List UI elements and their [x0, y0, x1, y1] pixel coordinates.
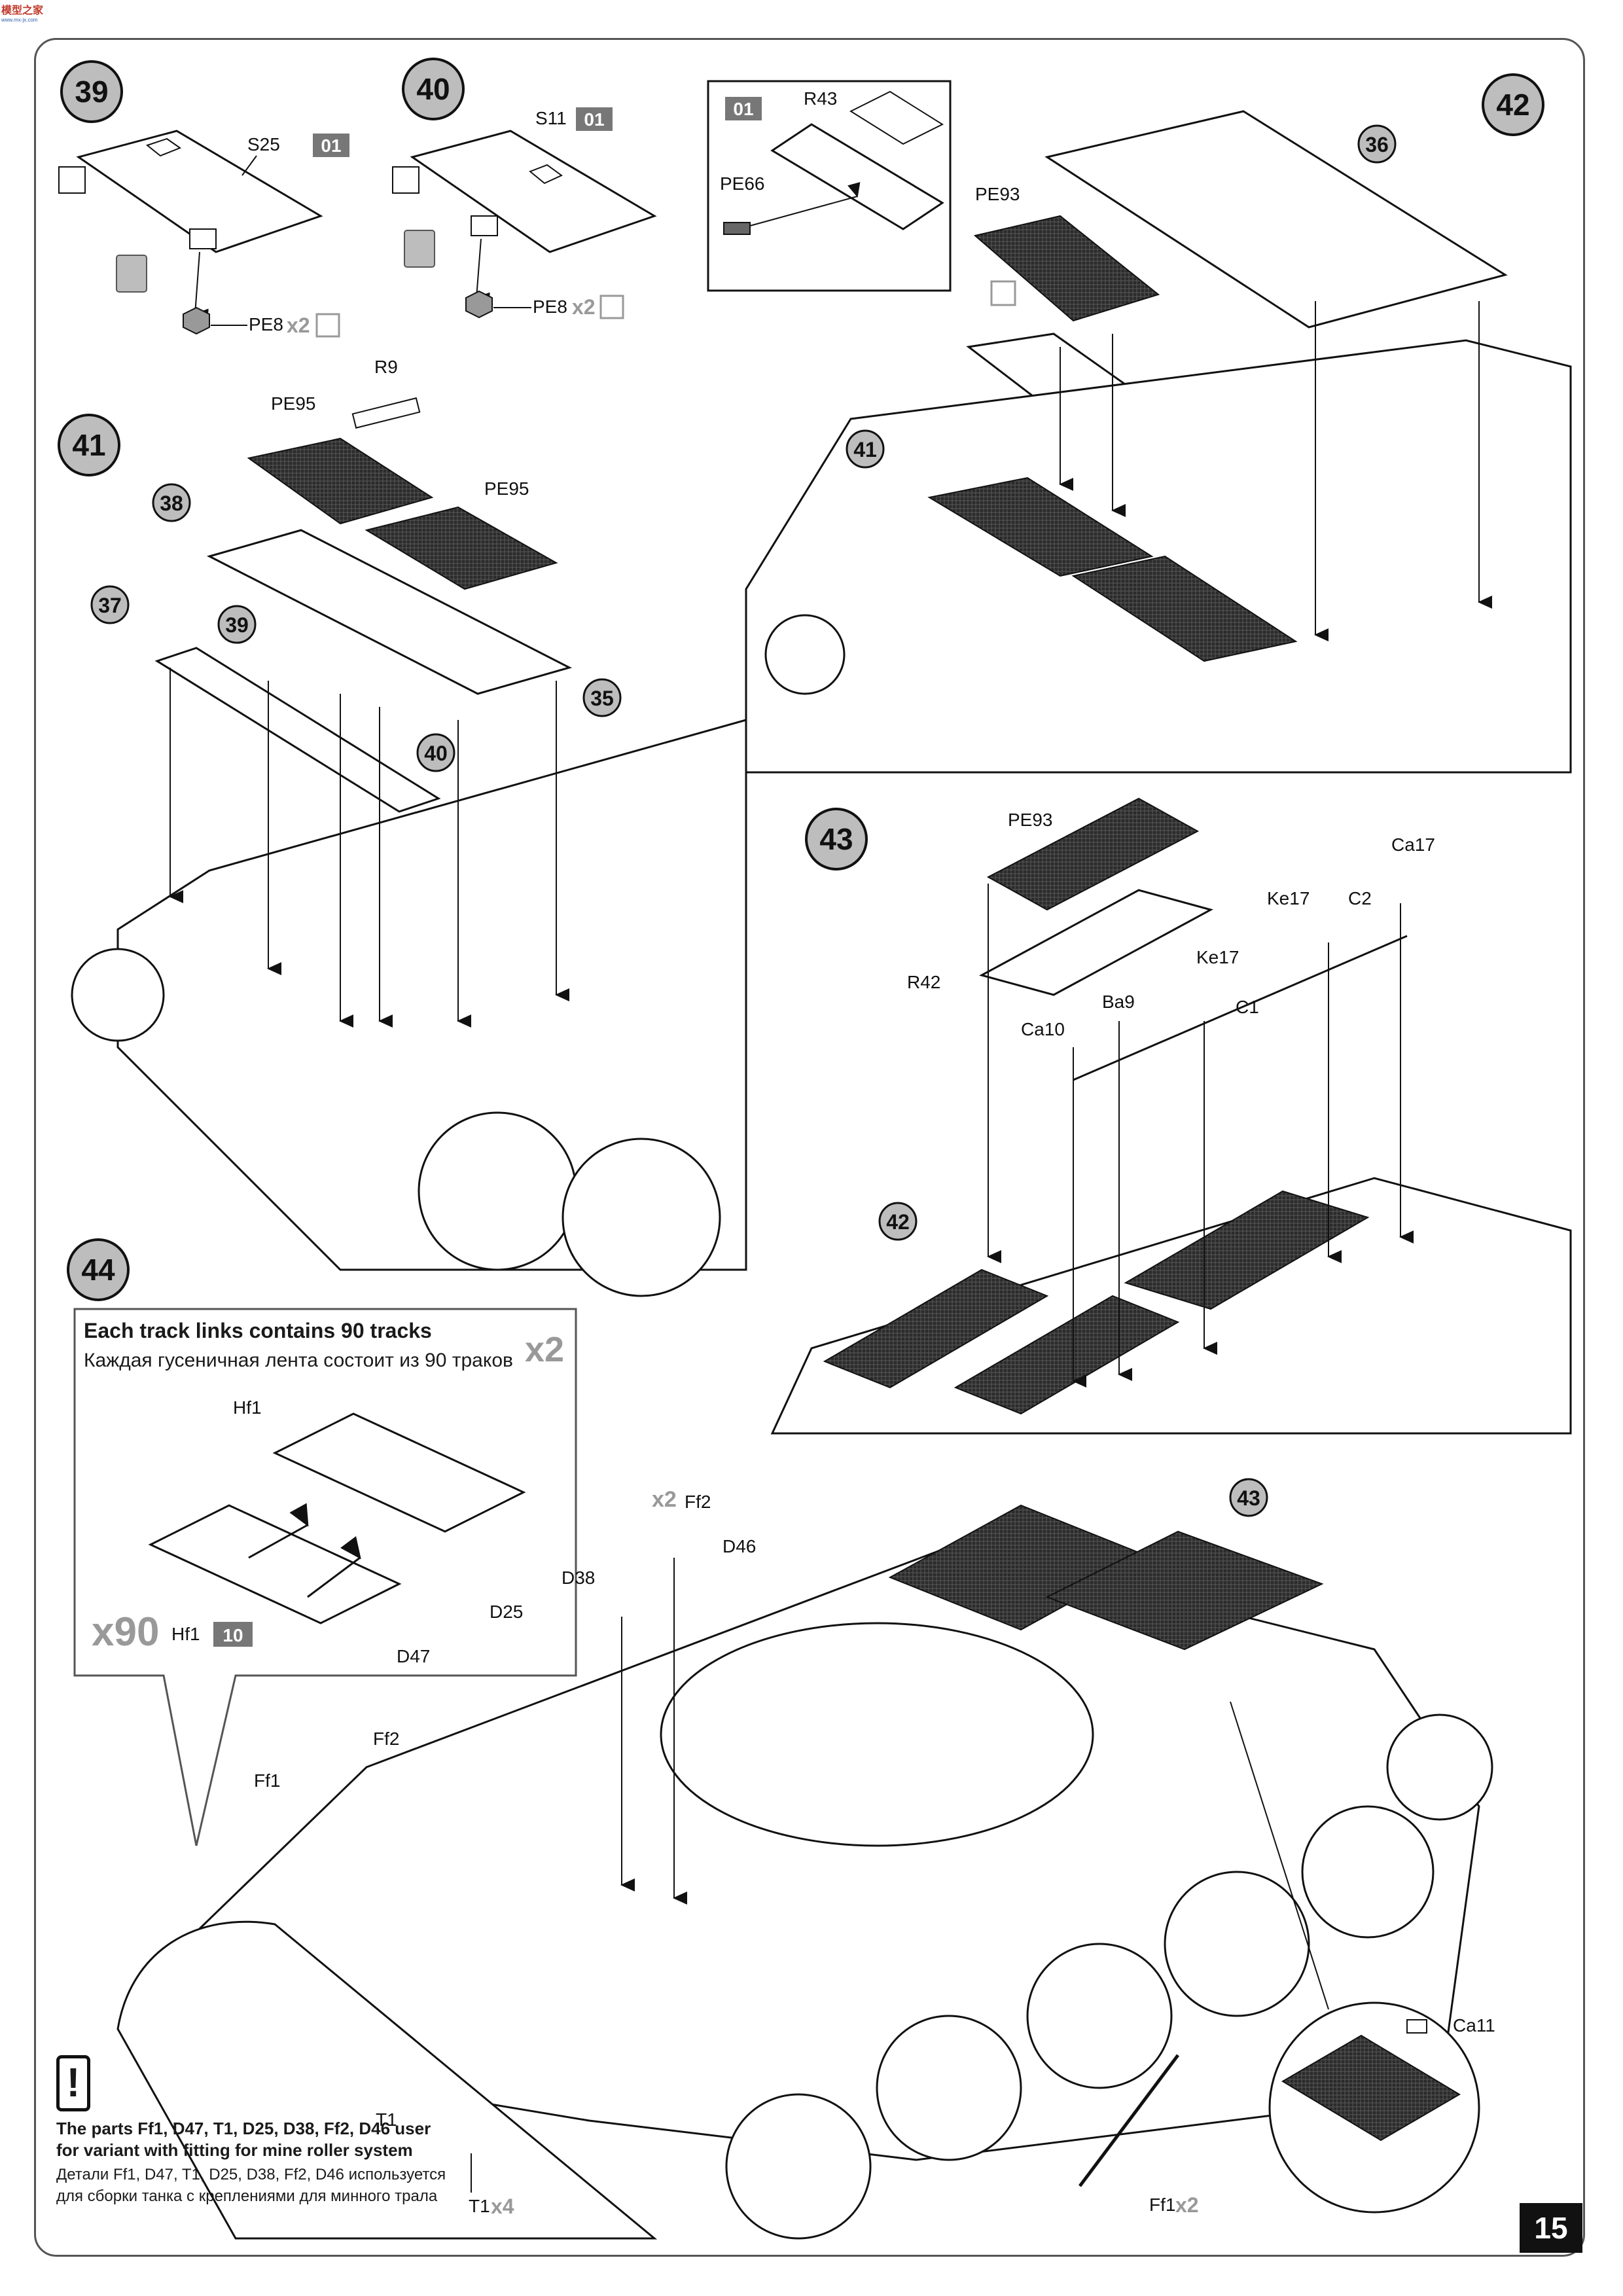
label-pe8: PE8: [249, 314, 283, 334]
step-40-drawing: 40 S11 01 PE8 x2: [392, 58, 657, 319]
part-pe8: [183, 306, 210, 335]
label-d46: D46: [722, 1536, 756, 1556]
label-pe95-a: PE95: [271, 393, 316, 414]
svg-text:01: 01: [733, 99, 753, 119]
page-number: 15: [1520, 2203, 1582, 2253]
warning-text-en: The parts Ff1, D47, T1, D25, D38, Ff2, D…: [56, 2119, 431, 2160]
track-link-upper: [272, 1412, 526, 1533]
part-s11-plate: [410, 130, 657, 253]
label-pe66: PE66: [720, 173, 765, 194]
label-ca10: Ca10: [1021, 1019, 1065, 1039]
svg-text:40: 40: [424, 742, 448, 765]
svg-text:43: 43: [1237, 1486, 1260, 1510]
label-ff2-b: Ff2: [373, 1729, 399, 1749]
part-badge-36: 36: [1365, 133, 1389, 156]
step-42-drawing: 01 R43 PE66 42 36 PE93 41: [707, 73, 1572, 774]
label-t1-b: T1: [469, 2196, 490, 2216]
svg-text:39: 39: [225, 613, 249, 637]
step-39-drawing: 39 S25 01 PE8 x2: [58, 60, 349, 338]
label-c1: C1: [1236, 997, 1259, 1017]
part-pe95-mesh-b: [365, 506, 558, 590]
track-left: [116, 1920, 658, 2240]
part-pe93-mesh: [973, 215, 1160, 322]
step-number-39: 39: [75, 75, 108, 109]
step-number-44: 44: [81, 1253, 115, 1287]
track-callout-box: [73, 1308, 577, 1846]
label-c2: C2: [1348, 888, 1372, 908]
part-pe95-mesh-a: [247, 437, 434, 525]
label-r42: R42: [907, 972, 940, 992]
track-link-lower: [148, 1504, 402, 1624]
part-s25-plate: [76, 130, 323, 253]
svg-text:38: 38: [160, 492, 183, 515]
part-r42-frame: [978, 889, 1214, 996]
step-44-note: Each track links contains 90 tracks Кажд…: [84, 1319, 555, 1372]
label-d47: D47: [397, 1646, 430, 1666]
warning-icon: !: [56, 2055, 90, 2111]
svg-text:x2: x2: [652, 1487, 677, 1512]
svg-text:x2: x2: [1175, 2193, 1199, 2217]
multiplier-x90: x90: [92, 1609, 159, 1655]
label-r43: R43: [804, 88, 837, 109]
label-t1-a: T1: [376, 2109, 397, 2130]
step-number-42: 42: [1496, 88, 1529, 122]
svg-text:42: 42: [886, 1210, 910, 1234]
label-hf1-a: Hf1: [233, 1397, 262, 1418]
label-d25: D25: [490, 1602, 523, 1622]
step-44-note-ru: Каждая гусеничная лента состоит из 90 тр…: [84, 1350, 513, 1371]
label-s11: S11: [535, 108, 567, 128]
label-pe93-43: PE93: [1008, 810, 1053, 830]
warning-text-ru: Детали Ff1, D47, T1, D25, D38, Ff2, D46 …: [56, 2166, 446, 2205]
multiplier-x2: x2: [287, 314, 310, 337]
step-number-41: 41: [72, 428, 105, 462]
step-43-drawing: 43 PE93 R42 Ca10 Ba9 Ke17 C1 Ke17 C2 Ca1…: [770, 797, 1572, 1435]
label-ca17: Ca17: [1391, 834, 1435, 855]
svg-text:41: 41: [853, 438, 877, 461]
label-d38: D38: [562, 1568, 595, 1588]
label-ff1-a: Ff1: [254, 1770, 280, 1791]
page-frame: [34, 38, 1585, 2257]
sprue-box-10: 10: [223, 1625, 243, 1645]
label-pe93: PE93: [975, 184, 1020, 204]
label-ba9: Ba9: [1102, 992, 1135, 1012]
step-44-drawing: 44 x2 Hf1 x90 Hf1 10 43 Ca11 x2 Ff2 D46 …: [67, 1238, 1495, 2240]
label-ff2-a: Ff2: [685, 1492, 711, 1512]
hull-deck-43: [770, 1177, 1572, 1435]
step-44-note-en: Each track links contains 90 tracks: [84, 1319, 432, 1342]
step-badge-39: [60, 60, 123, 123]
multiplier-x2-tracks: x2: [525, 1330, 564, 1369]
site-logo: 模型之家 www.mx-jx.com: [1, 5, 44, 23]
label-ke17-a: Ke17: [1196, 947, 1239, 967]
label-ke17-b: Ke17: [1267, 888, 1310, 908]
part-38-frame: [206, 529, 573, 695]
label-r9: R9: [374, 357, 398, 377]
hull-rear: [745, 339, 1572, 774]
label-s25: S25: [247, 134, 280, 154]
label-hf1-b: Hf1: [171, 1624, 200, 1644]
svg-text:37: 37: [98, 594, 122, 617]
turret-ring: [660, 1622, 1094, 1847]
upside-icon: [315, 313, 340, 338]
cut-icon: [116, 255, 147, 293]
svg-text:01: 01: [321, 135, 341, 156]
label-pe8-40: PE8: [533, 296, 567, 317]
svg-text:35: 35: [590, 687, 614, 710]
step-number-43: 43: [819, 822, 853, 856]
label-pe95-b: PE95: [484, 478, 529, 499]
step-41-drawing: 41 R9 PE95 PE95 38 37 39 40 35: [58, 357, 747, 1297]
mine-roller-warning: ! The parts Ff1, D47, T1, D25, D38, Ff2,…: [56, 2055, 449, 2207]
step-number-40: 40: [416, 72, 450, 106]
multiplier-x4: x4: [491, 2195, 514, 2218]
hull-left-view: [116, 719, 747, 1271]
label-ff1-b: Ff1: [1149, 2195, 1175, 2215]
part-36-cover: [1044, 110, 1508, 329]
svg-text:01: 01: [584, 109, 604, 130]
svg-text:x2: x2: [572, 295, 596, 319]
label-ca11: Ca11: [1453, 2015, 1495, 2036]
sprue-box: [313, 134, 349, 157]
